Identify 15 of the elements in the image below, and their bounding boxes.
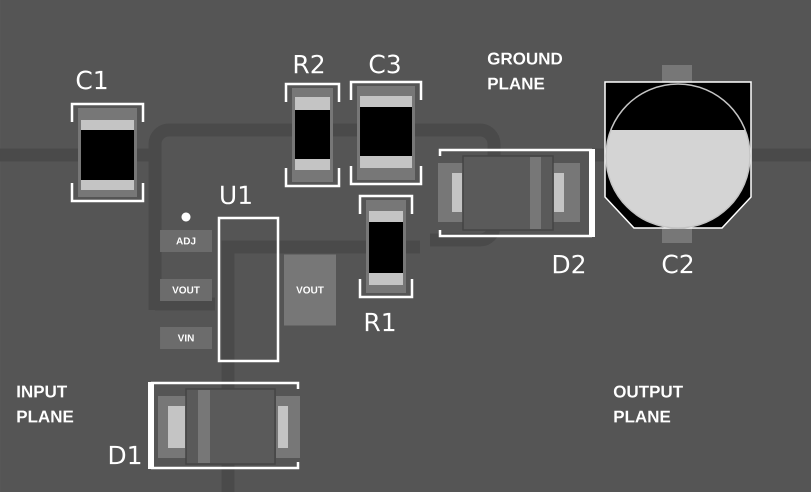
designator: R2 xyxy=(294,54,324,74)
designator: R1 xyxy=(366,312,394,332)
plane-label: GROUND PLANE xyxy=(488,52,562,90)
designator: C3 xyxy=(370,54,400,74)
designator: D1 xyxy=(110,446,140,464)
pad: VIN xyxy=(160,327,212,349)
designator: C1 xyxy=(76,70,106,90)
plane-label: OUTPUT PLANE xyxy=(614,386,683,422)
designator: D2 xyxy=(554,254,584,274)
pad: VOUT xyxy=(160,279,212,301)
plane-label: INPUT PLANE xyxy=(17,386,74,422)
designator: C2 xyxy=(662,254,692,274)
pad: VOUT xyxy=(284,254,336,326)
pad: ADJ xyxy=(160,230,212,252)
designator: U1 xyxy=(221,186,251,204)
